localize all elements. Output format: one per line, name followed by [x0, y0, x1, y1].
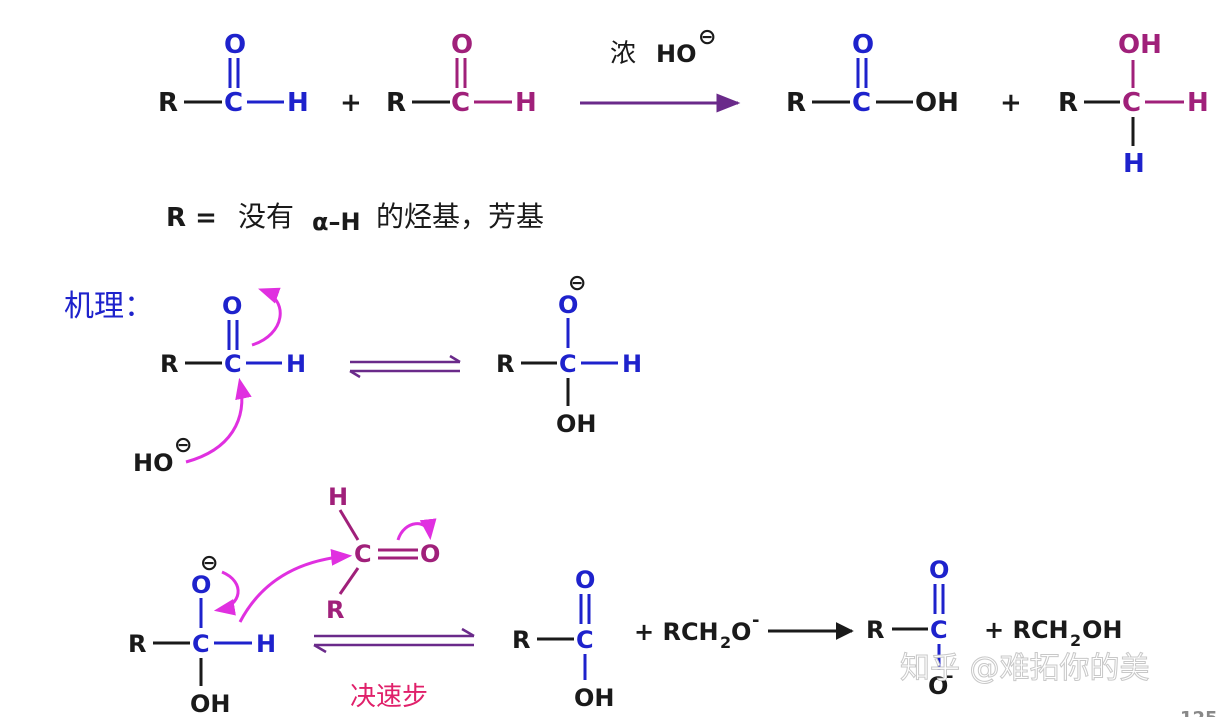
curved-arrow: [396, 518, 437, 541]
hydroxide: HO: [133, 449, 174, 477]
alcohol-formula: + RCH: [984, 616, 1069, 644]
watermark: 知乎 @难拓你的美: [900, 651, 1150, 686]
atom-h: H: [328, 483, 348, 511]
atom-c: C: [559, 350, 577, 378]
atom-c: C: [1122, 88, 1141, 118]
mechanism-step-1: R C H O HO ⊖ R C H O ⊖ OH: [133, 271, 642, 477]
atom-oh: OH: [556, 410, 597, 438]
atom-o: O: [929, 556, 949, 584]
atom-o: O: [928, 672, 948, 700]
rate-determining-step: 决速步: [350, 682, 428, 712]
atom-oh: OH: [915, 88, 959, 118]
atom-r: R: [160, 350, 178, 378]
atom-oh: OH: [190, 690, 231, 717]
atom-c: C: [354, 540, 372, 568]
curved-arrow: [238, 549, 353, 623]
alkoxide-formula: + RCH: [634, 618, 719, 646]
atom-c: C: [852, 88, 871, 118]
minus-charge: ⊖: [698, 25, 716, 50]
alkoxide: + RCH 2 O -: [634, 610, 759, 652]
atom-c: C: [192, 630, 210, 658]
atom-o: O: [558, 291, 578, 319]
desc-part-2: 的烃基，芳基: [376, 200, 544, 233]
mechanism-step-2: R C H O ⊖ OH H C O R 决速步 R: [128, 483, 1123, 718]
atom-o: O: [420, 540, 440, 568]
alcohol-oh: OH: [1082, 616, 1123, 644]
equilibrium-arrow: [313, 627, 475, 654]
atom-c: C: [224, 88, 243, 118]
minus-charge: ⊖: [568, 271, 586, 296]
curved-arrow: [185, 377, 252, 464]
subscript-2: 2: [720, 633, 731, 652]
condition-reagent: HO: [656, 40, 697, 68]
atom-r: R: [866, 616, 884, 644]
equilibrium-arrow: [349, 354, 461, 379]
curved-arrow: [251, 287, 282, 347]
curved-arrow: [213, 570, 240, 616]
atom-o: O: [222, 292, 242, 320]
atom-r: R: [386, 88, 406, 118]
atom-r: R: [786, 88, 806, 118]
minus-charge: -: [946, 666, 953, 687]
reaction-arrow: 浓 HO ⊖: [580, 25, 741, 113]
plus-sign: +: [340, 88, 362, 118]
atom-h: H: [286, 350, 306, 378]
atom-h: H: [515, 88, 537, 118]
condition-label: 浓: [610, 39, 636, 69]
top-reaction: R C H O + R C H O 浓 HO ⊖: [158, 25, 1209, 179]
atom-o: O: [224, 30, 246, 60]
atom-c: C: [224, 350, 242, 378]
minus-charge: ⊖: [174, 433, 192, 458]
alpha-h: α–H: [312, 208, 361, 236]
mechanism-title: 机理：: [64, 289, 154, 324]
atom-c: C: [451, 88, 470, 118]
atom-o: O: [575, 566, 595, 594]
atom-h: H: [1123, 149, 1145, 179]
alkoxide-o: O: [731, 618, 751, 646]
atom-h: H: [287, 88, 309, 118]
aldehyde-1: R C H O: [158, 30, 309, 118]
atom-h: H: [622, 350, 642, 378]
r-definition: R = 没有 α–H 的烃基，芳基: [166, 200, 544, 236]
minus-charge: -: [752, 610, 759, 631]
page-number: 125: [1180, 708, 1218, 717]
atom-r: R: [158, 88, 178, 118]
atom-o: O: [852, 30, 874, 60]
atom-oh: OH: [1118, 30, 1162, 60]
alcohol: R C H OH H: [1058, 30, 1209, 179]
atom-c: C: [930, 616, 948, 644]
carboxylic-acid: R C OH O: [786, 30, 959, 118]
atom-c: C: [576, 626, 594, 654]
atom-h: H: [1187, 88, 1209, 118]
desc-part-1: 没有: [238, 200, 294, 233]
atom-o: O: [191, 571, 211, 599]
atom-h: H: [256, 630, 276, 658]
atom-r: R: [512, 626, 530, 654]
plus-sign: +: [1000, 88, 1022, 118]
alcohol-product: + RCH 2 OH: [984, 616, 1123, 650]
atom-oh: OH: [574, 684, 615, 712]
atom-o: O: [451, 30, 473, 60]
r-equals: R =: [166, 203, 217, 233]
atom-r: R: [128, 630, 146, 658]
atom-r: R: [496, 350, 514, 378]
subscript-2: 2: [1070, 631, 1081, 650]
minus-charge: ⊖: [200, 551, 218, 576]
atom-r: R: [326, 596, 344, 624]
aldehyde-2: R C H O: [386, 30, 537, 118]
atom-r: R: [1058, 88, 1078, 118]
